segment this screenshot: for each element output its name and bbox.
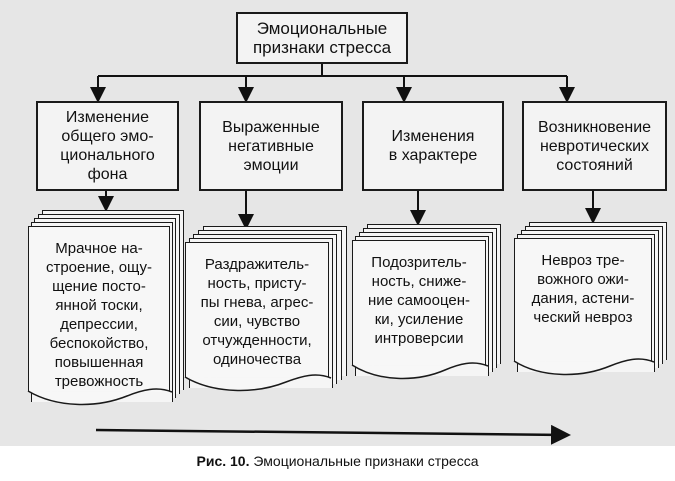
- root-box: Эмоциональные признаки стресса: [236, 12, 408, 64]
- category-box-1: Изменение общего эмо- ционального фона: [36, 101, 179, 191]
- timeline-arrow: [95, 424, 571, 445]
- figure-caption: Рис. 10. Эмоциональные признаки стресса: [0, 453, 675, 469]
- detail-stack-1: Мрачное на- строение, ощу- щение посто- …: [27, 210, 184, 410]
- connector-lines: [90, 64, 601, 445]
- detail-text-1: Мрачное на- строение, ощу- щение посто- …: [28, 226, 170, 391]
- detail-text-3: Подозритель- ность, сниже- ние самооцен-…: [352, 240, 486, 365]
- detail-stack-3: Подозритель- ность, сниже- ние самооцен-…: [351, 224, 502, 384]
- category-box-4: Возникновение невротических состояний: [522, 101, 667, 191]
- detail-stack-4: Невроз тре- вожного ожи- дания, астени- …: [513, 222, 669, 382]
- detail-text-4: Невроз тре- вожного ожи- дания, астени- …: [514, 238, 652, 361]
- caption-text: Эмоциональные признаки стресса: [253, 453, 479, 469]
- detail-stack-2: Раздражитель- ность, присту- пы гнева, а…: [184, 226, 350, 396]
- detail-text-2: Раздражитель- ность, присту- пы гнева, а…: [185, 242, 329, 377]
- category-box-3: Изменения в характере: [362, 101, 504, 191]
- caption-label: Рис. 10.: [196, 453, 250, 469]
- category-box-2: Выраженные негативные эмоции: [199, 101, 343, 191]
